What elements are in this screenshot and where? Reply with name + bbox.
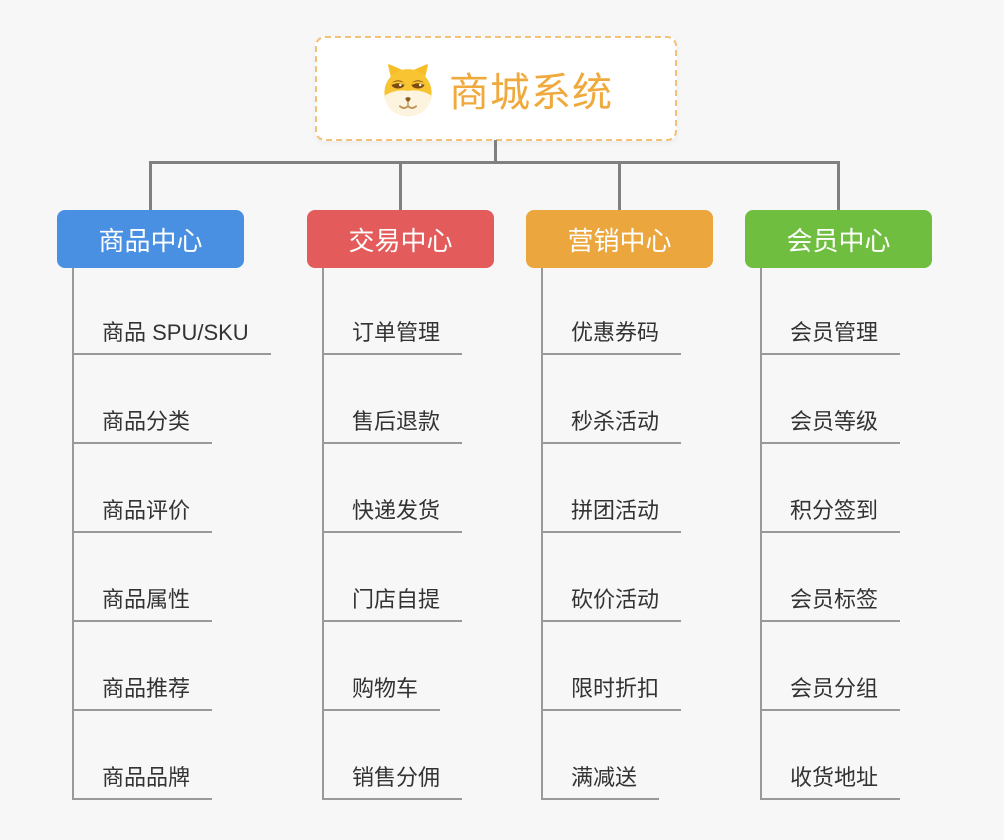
leaf-flash-sale[interactable]: 秒杀活动	[541, 409, 682, 444]
connector-horizontal-bar	[149, 161, 840, 164]
leaf-limited-time-discount[interactable]: 限时折扣	[541, 676, 682, 711]
leaf-member-tag[interactable]: 会员标签	[760, 587, 901, 622]
leaf-group-buy[interactable]: 拼团活动	[541, 498, 682, 533]
leaf-sales-commission[interactable]: 销售分佣	[322, 765, 463, 800]
leaf-node: 优惠券码	[541, 266, 682, 355]
branch-children-marketing: 优惠券码 秒杀活动 拼团活动 砍价活动 限时折扣 满减送	[541, 266, 682, 800]
branch-node-trade-center[interactable]: 交易中心	[307, 210, 494, 268]
leaf-node: 订单管理	[322, 266, 463, 355]
branch-children-product: 商品 SPU/SKU 商品分类 商品评价 商品属性 商品推荐 商品品牌	[72, 266, 271, 800]
root-title: 商城系统	[449, 70, 613, 115]
leaf-product-brand[interactable]: 商品品牌	[72, 765, 213, 800]
leaf-node: 秒杀活动	[541, 355, 682, 444]
connector-drop-trade	[399, 161, 402, 210]
leaf-full-reduction[interactable]: 满减送	[541, 765, 660, 800]
leaf-node: 门店自提	[322, 533, 463, 622]
connector-drop-member	[837, 161, 840, 210]
leaf-node: 商品推荐	[72, 622, 271, 711]
leaf-after-sale-refund[interactable]: 售后退款	[322, 409, 463, 444]
leaf-node: 快递发货	[322, 444, 463, 533]
leaf-member-group[interactable]: 会员分组	[760, 676, 901, 711]
root-node-mall-system[interactable]: 商城系统	[315, 36, 677, 141]
leaf-order-management[interactable]: 订单管理	[322, 320, 463, 355]
connector-drop-marketing	[618, 161, 621, 210]
leaf-store-pickup[interactable]: 门店自提	[322, 587, 463, 622]
leaf-product-review[interactable]: 商品评价	[72, 498, 213, 533]
leaf-node: 商品属性	[72, 533, 271, 622]
leaf-bargain-activity[interactable]: 砍价活动	[541, 587, 682, 622]
leaf-node: 限时折扣	[541, 622, 682, 711]
branch-node-product-center[interactable]: 商品中心	[57, 210, 244, 268]
leaf-node: 销售分佣	[322, 711, 463, 800]
leaf-node: 购物车	[322, 622, 462, 711]
leaf-node: 会员分组	[760, 622, 901, 711]
connector-root-stub	[494, 140, 497, 163]
leaf-member-management[interactable]: 会员管理	[760, 320, 901, 355]
leaf-node: 商品分类	[72, 355, 271, 444]
leaf-coupon-code[interactable]: 优惠券码	[541, 320, 682, 355]
leaf-node: 积分签到	[760, 444, 901, 533]
leaf-node: 会员管理	[760, 266, 901, 355]
leaf-node: 拼团活动	[541, 444, 682, 533]
leaf-product-spu-sku[interactable]: 商品 SPU/SKU	[72, 320, 271, 355]
leaf-node: 砍价活动	[541, 533, 682, 622]
leaf-product-category[interactable]: 商品分类	[72, 409, 213, 444]
leaf-node: 收货地址	[760, 711, 901, 800]
leaf-node: 会员标签	[760, 533, 901, 622]
leaf-express-shipping[interactable]: 快递发货	[322, 498, 463, 533]
leaf-shipping-address[interactable]: 收货地址	[760, 765, 901, 800]
leaf-node: 商品 SPU/SKU	[72, 266, 271, 355]
branch-children-trade: 订单管理 售后退款 快递发货 门店自提 购物车 销售分佣	[322, 266, 463, 800]
leaf-node: 会员等级	[760, 355, 901, 444]
branch-node-marketing-center[interactable]: 营销中心	[526, 210, 713, 268]
leaf-node: 商品品牌	[72, 711, 271, 800]
leaf-node: 售后退款	[322, 355, 463, 444]
doge-icon	[384, 63, 432, 116]
branch-children-member: 会员管理 会员等级 积分签到 会员标签 会员分组 收货地址	[760, 266, 901, 800]
leaf-member-level[interactable]: 会员等级	[760, 409, 901, 444]
leaf-product-recommend[interactable]: 商品推荐	[72, 676, 213, 711]
leaf-product-attribute[interactable]: 商品属性	[72, 587, 213, 622]
leaf-node: 满减送	[541, 711, 681, 800]
leaf-shopping-cart[interactable]: 购物车	[322, 676, 441, 711]
branch-node-member-center[interactable]: 会员中心	[745, 210, 932, 268]
leaf-node: 商品评价	[72, 444, 271, 533]
connector-drop-product	[149, 161, 152, 210]
leaf-points-checkin[interactable]: 积分签到	[760, 498, 901, 533]
